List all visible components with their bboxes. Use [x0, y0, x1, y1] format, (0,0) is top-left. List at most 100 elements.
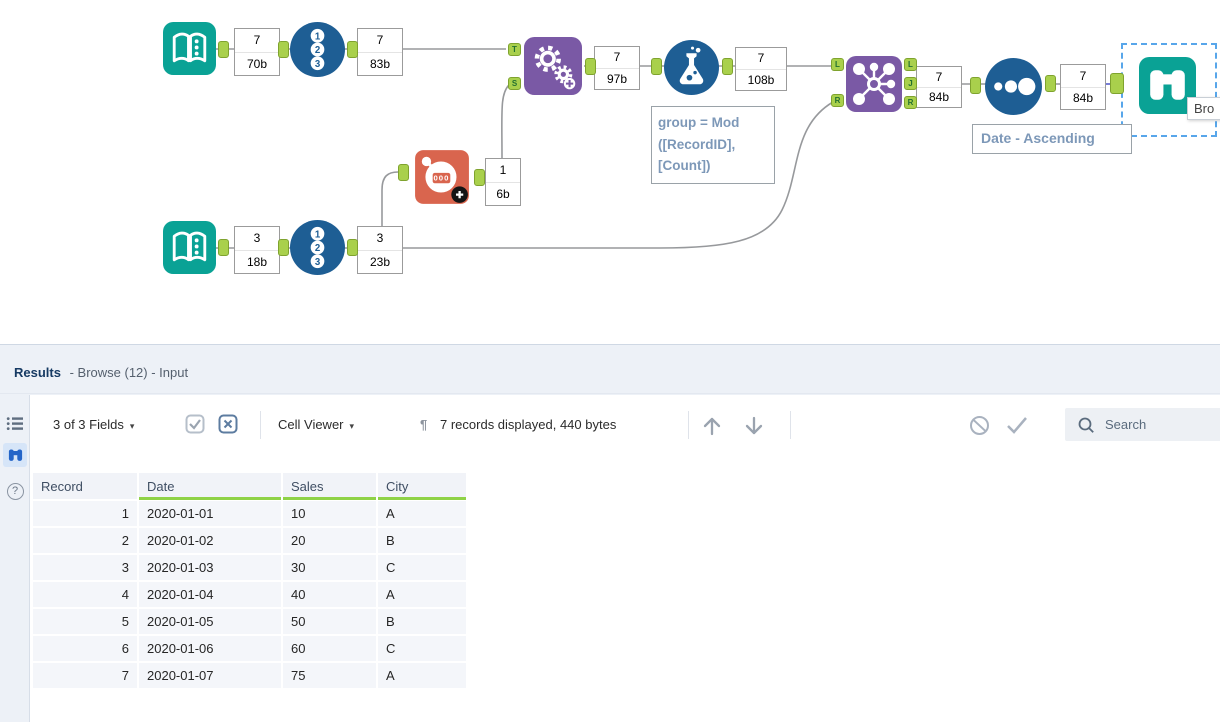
byte-count: 6b — [486, 181, 520, 206]
input-anchor[interactable] — [651, 58, 662, 75]
cell-city[interactable]: A — [378, 663, 466, 688]
output-anchor[interactable] — [347, 239, 358, 256]
search-box[interactable] — [1065, 408, 1220, 441]
cell-city[interactable]: C — [378, 555, 466, 580]
results-title: Results — [14, 365, 61, 380]
input-anchor[interactable] — [278, 239, 289, 256]
data-view-binoculars-icon[interactable] — [3, 443, 27, 467]
column-header-date[interactable]: Date — [139, 473, 281, 500]
cell-date[interactable]: 2020-01-07 — [139, 663, 281, 688]
scroll-up-icon[interactable] — [700, 414, 724, 443]
annotation-box[interactable]: 7 97b — [594, 46, 640, 90]
metadata-list-icon[interactable] — [3, 411, 27, 435]
annotation-box[interactable]: 3 18b — [234, 226, 280, 274]
append-s-anchor[interactable]: S — [508, 77, 521, 90]
output-anchor[interactable] — [722, 58, 733, 75]
cell-sales[interactable]: 40 — [283, 582, 376, 607]
cancel-icon[interactable] — [968, 414, 991, 442]
input-anchor[interactable] — [398, 164, 409, 181]
annotation-box[interactable]: 7 84b — [916, 66, 962, 108]
cell-date[interactable]: 2020-01-03 — [139, 555, 281, 580]
join-tool[interactable] — [846, 56, 902, 117]
record-count: 3 — [253, 231, 261, 246]
cell-record[interactable]: 6 — [33, 636, 137, 661]
cell-viewer-dropdown[interactable]: Cell Viewer▾ — [278, 417, 354, 432]
input-anchor[interactable] — [278, 41, 289, 58]
cell-record[interactable]: 7 — [33, 663, 137, 688]
cell-sales[interactable]: 50 — [283, 609, 376, 634]
count-records-icon: 000 — [415, 150, 469, 204]
whitespace-toggle-icon[interactable]: ¶ — [420, 417, 428, 432]
fields-dropdown[interactable]: 3 of 3 Fields▾ — [53, 417, 134, 432]
formula-annotation[interactable]: group = Mod ([RecordID], [Count]) — [651, 106, 775, 184]
annotation-box[interactable]: 3 23b — [357, 226, 403, 274]
cell-record[interactable]: 2 — [33, 528, 137, 553]
browse-input-anchor[interactable] — [1110, 73, 1124, 94]
join-join-output-anchor[interactable]: J — [904, 77, 917, 90]
apply-icon[interactable] — [1005, 414, 1029, 442]
append-fields-tool[interactable] — [524, 37, 582, 100]
cell-record[interactable]: 3 — [33, 555, 137, 580]
help-icon[interactable]: ? — [3, 479, 27, 503]
join-left-output-anchor[interactable]: L — [904, 58, 917, 71]
search-input[interactable] — [1103, 416, 1217, 433]
cell-sales[interactable]: 60 — [283, 636, 376, 661]
append-t-anchor[interactable]: T — [508, 43, 521, 56]
join-left-input-anchor[interactable]: L — [831, 58, 844, 71]
cell-record[interactable]: 5 — [33, 609, 137, 634]
cell-date[interactable]: 2020-01-05 — [139, 609, 281, 634]
cell-date[interactable]: 2020-01-02 — [139, 528, 281, 553]
input-data-icon — [163, 221, 216, 274]
input-anchor[interactable] — [970, 77, 981, 94]
cell-sales[interactable]: 75 — [283, 663, 376, 688]
svg-text:3: 3 — [315, 59, 321, 70]
cell-city[interactable]: A — [378, 501, 466, 526]
workflow-canvas[interactable]: 1 2 3 — [0, 0, 1220, 344]
column-header-sales[interactable]: Sales — [283, 473, 376, 500]
toolbar-separator — [688, 411, 689, 439]
output-anchor[interactable] — [585, 58, 596, 75]
column-header-city[interactable]: City — [378, 473, 466, 500]
annotation-box[interactable]: 1 6b — [485, 158, 521, 206]
annotation-box[interactable]: 7 108b — [735, 47, 787, 91]
cell-date[interactable]: 2020-01-06 — [139, 636, 281, 661]
input-data-tool-1[interactable] — [163, 22, 216, 80]
output-anchor[interactable] — [347, 41, 358, 58]
cell-sales[interactable]: 20 — [283, 528, 376, 553]
cell-sales[interactable]: 30 — [283, 555, 376, 580]
column-header-record[interactable]: Record — [33, 473, 137, 499]
join-right-output-anchor[interactable]: R — [904, 96, 917, 109]
output-anchor[interactable] — [1045, 75, 1056, 92]
cell-record[interactable]: 4 — [33, 582, 137, 607]
output-anchor[interactable] — [218, 41, 229, 58]
browse-tool[interactable] — [1139, 57, 1196, 119]
record-id-tool-1[interactable]: 1 2 3 — [290, 22, 345, 82]
byte-count: 84b — [917, 86, 961, 108]
scroll-down-icon[interactable] — [742, 414, 766, 443]
cell-date[interactable]: 2020-01-04 — [139, 582, 281, 607]
join-right-input-anchor[interactable]: R — [831, 94, 844, 107]
cell-sales[interactable]: 10 — [283, 501, 376, 526]
output-anchor[interactable] — [474, 169, 485, 186]
cancel-fields-icon[interactable] — [218, 414, 238, 439]
formula-icon — [664, 40, 719, 95]
sort-annotation[interactable]: Date - Ascending — [972, 124, 1132, 154]
annotation-box[interactable]: 7 84b — [1060, 64, 1106, 110]
sort-tool[interactable] — [985, 58, 1042, 120]
apply-fields-checkbox-icon[interactable] — [185, 414, 205, 439]
annotation-box[interactable]: 7 83b — [357, 28, 403, 76]
cell-city[interactable]: B — [378, 609, 466, 634]
formula-tool[interactable] — [664, 40, 719, 100]
results-sidebar: ? — [0, 395, 30, 722]
cell-city[interactable]: B — [378, 528, 466, 553]
record-id-tool-2[interactable]: 1 2 3 — [290, 220, 345, 280]
cell-record[interactable]: 1 — [33, 501, 137, 526]
cell-date[interactable]: 2020-01-01 — [139, 501, 281, 526]
cell-city[interactable]: A — [378, 582, 466, 607]
annotation-box[interactable]: 7 70b — [234, 28, 280, 76]
output-anchor[interactable] — [218, 239, 229, 256]
count-records-tool[interactable]: 000 — [413, 148, 471, 211]
anchor-letter: J — [908, 79, 913, 88]
cell-city[interactable]: C — [378, 636, 466, 661]
input-data-tool-2[interactable] — [163, 221, 216, 279]
